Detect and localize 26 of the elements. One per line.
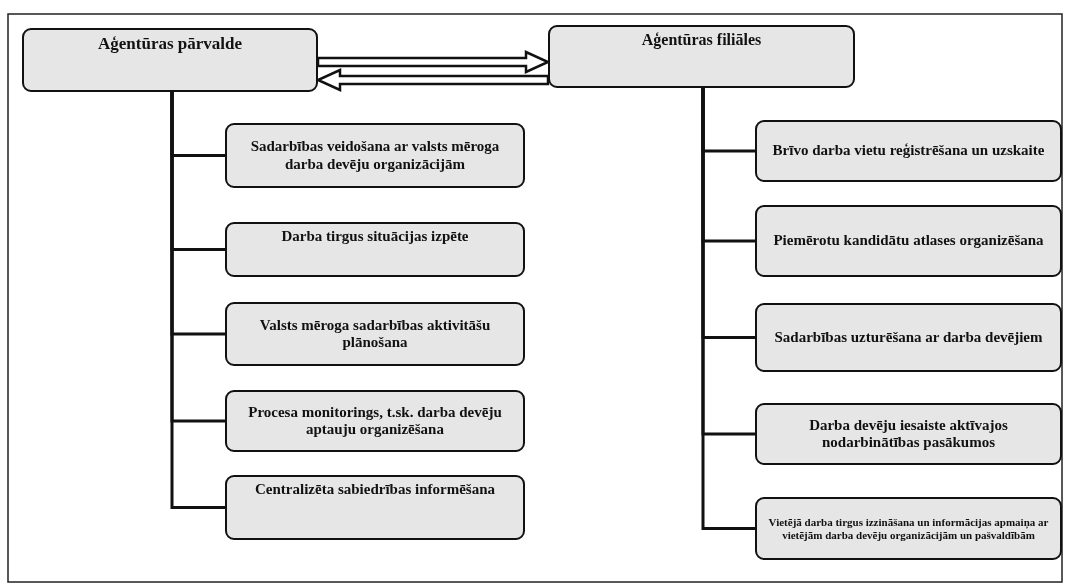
process-box — [755, 120, 1062, 182]
process-box — [225, 390, 525, 452]
connector-line — [170, 92, 225, 509]
box-label: Sadarbības uzturēšana ar darba devējiem — [774, 328, 1043, 347]
box-label: Darba tirgus situācijas izpēte — [281, 228, 469, 246]
box-label: Vietējā darba tirgus izzināšana un informācijas apmaiņa ar vietējām darba devēju organizācijām un pašvaldībām — [767, 515, 1050, 542]
process-box — [548, 25, 855, 88]
process-box — [225, 302, 525, 366]
box-label: Brīvo darba vietu reģistrēšana un uzskaite — [772, 142, 1045, 160]
process-box — [22, 28, 318, 92]
process-box — [755, 497, 1062, 560]
process-box — [225, 222, 525, 277]
box-label: Aģentūras filiāles — [641, 31, 762, 50]
box-label: Darba devēju iesaiste aktīvajos nodarbinātības pasākumos — [808, 416, 1009, 452]
box-label: Sadarbības veidošana ar valsts mēroga darba devēju organizācijām — [249, 138, 501, 173]
box-label: Piemērotu kandidātu atlases organizēšana — [773, 232, 1044, 250]
process-box — [225, 123, 525, 188]
process-box — [755, 205, 1062, 277]
process-box — [755, 303, 1062, 372]
connector-line — [701, 88, 755, 530]
box-label: Aģentūras pārvalde — [98, 34, 242, 54]
box-label: Centralizēta sabiedrības informēšana — [255, 481, 495, 499]
process-box — [225, 475, 525, 540]
box-label: Valsts mēroga sadarbības aktivitāšu plānošana — [258, 316, 492, 352]
box-label: Procesa monitorings, t.sk. darba devēju aptauju organizēšana — [247, 403, 503, 439]
process-box — [755, 403, 1062, 465]
